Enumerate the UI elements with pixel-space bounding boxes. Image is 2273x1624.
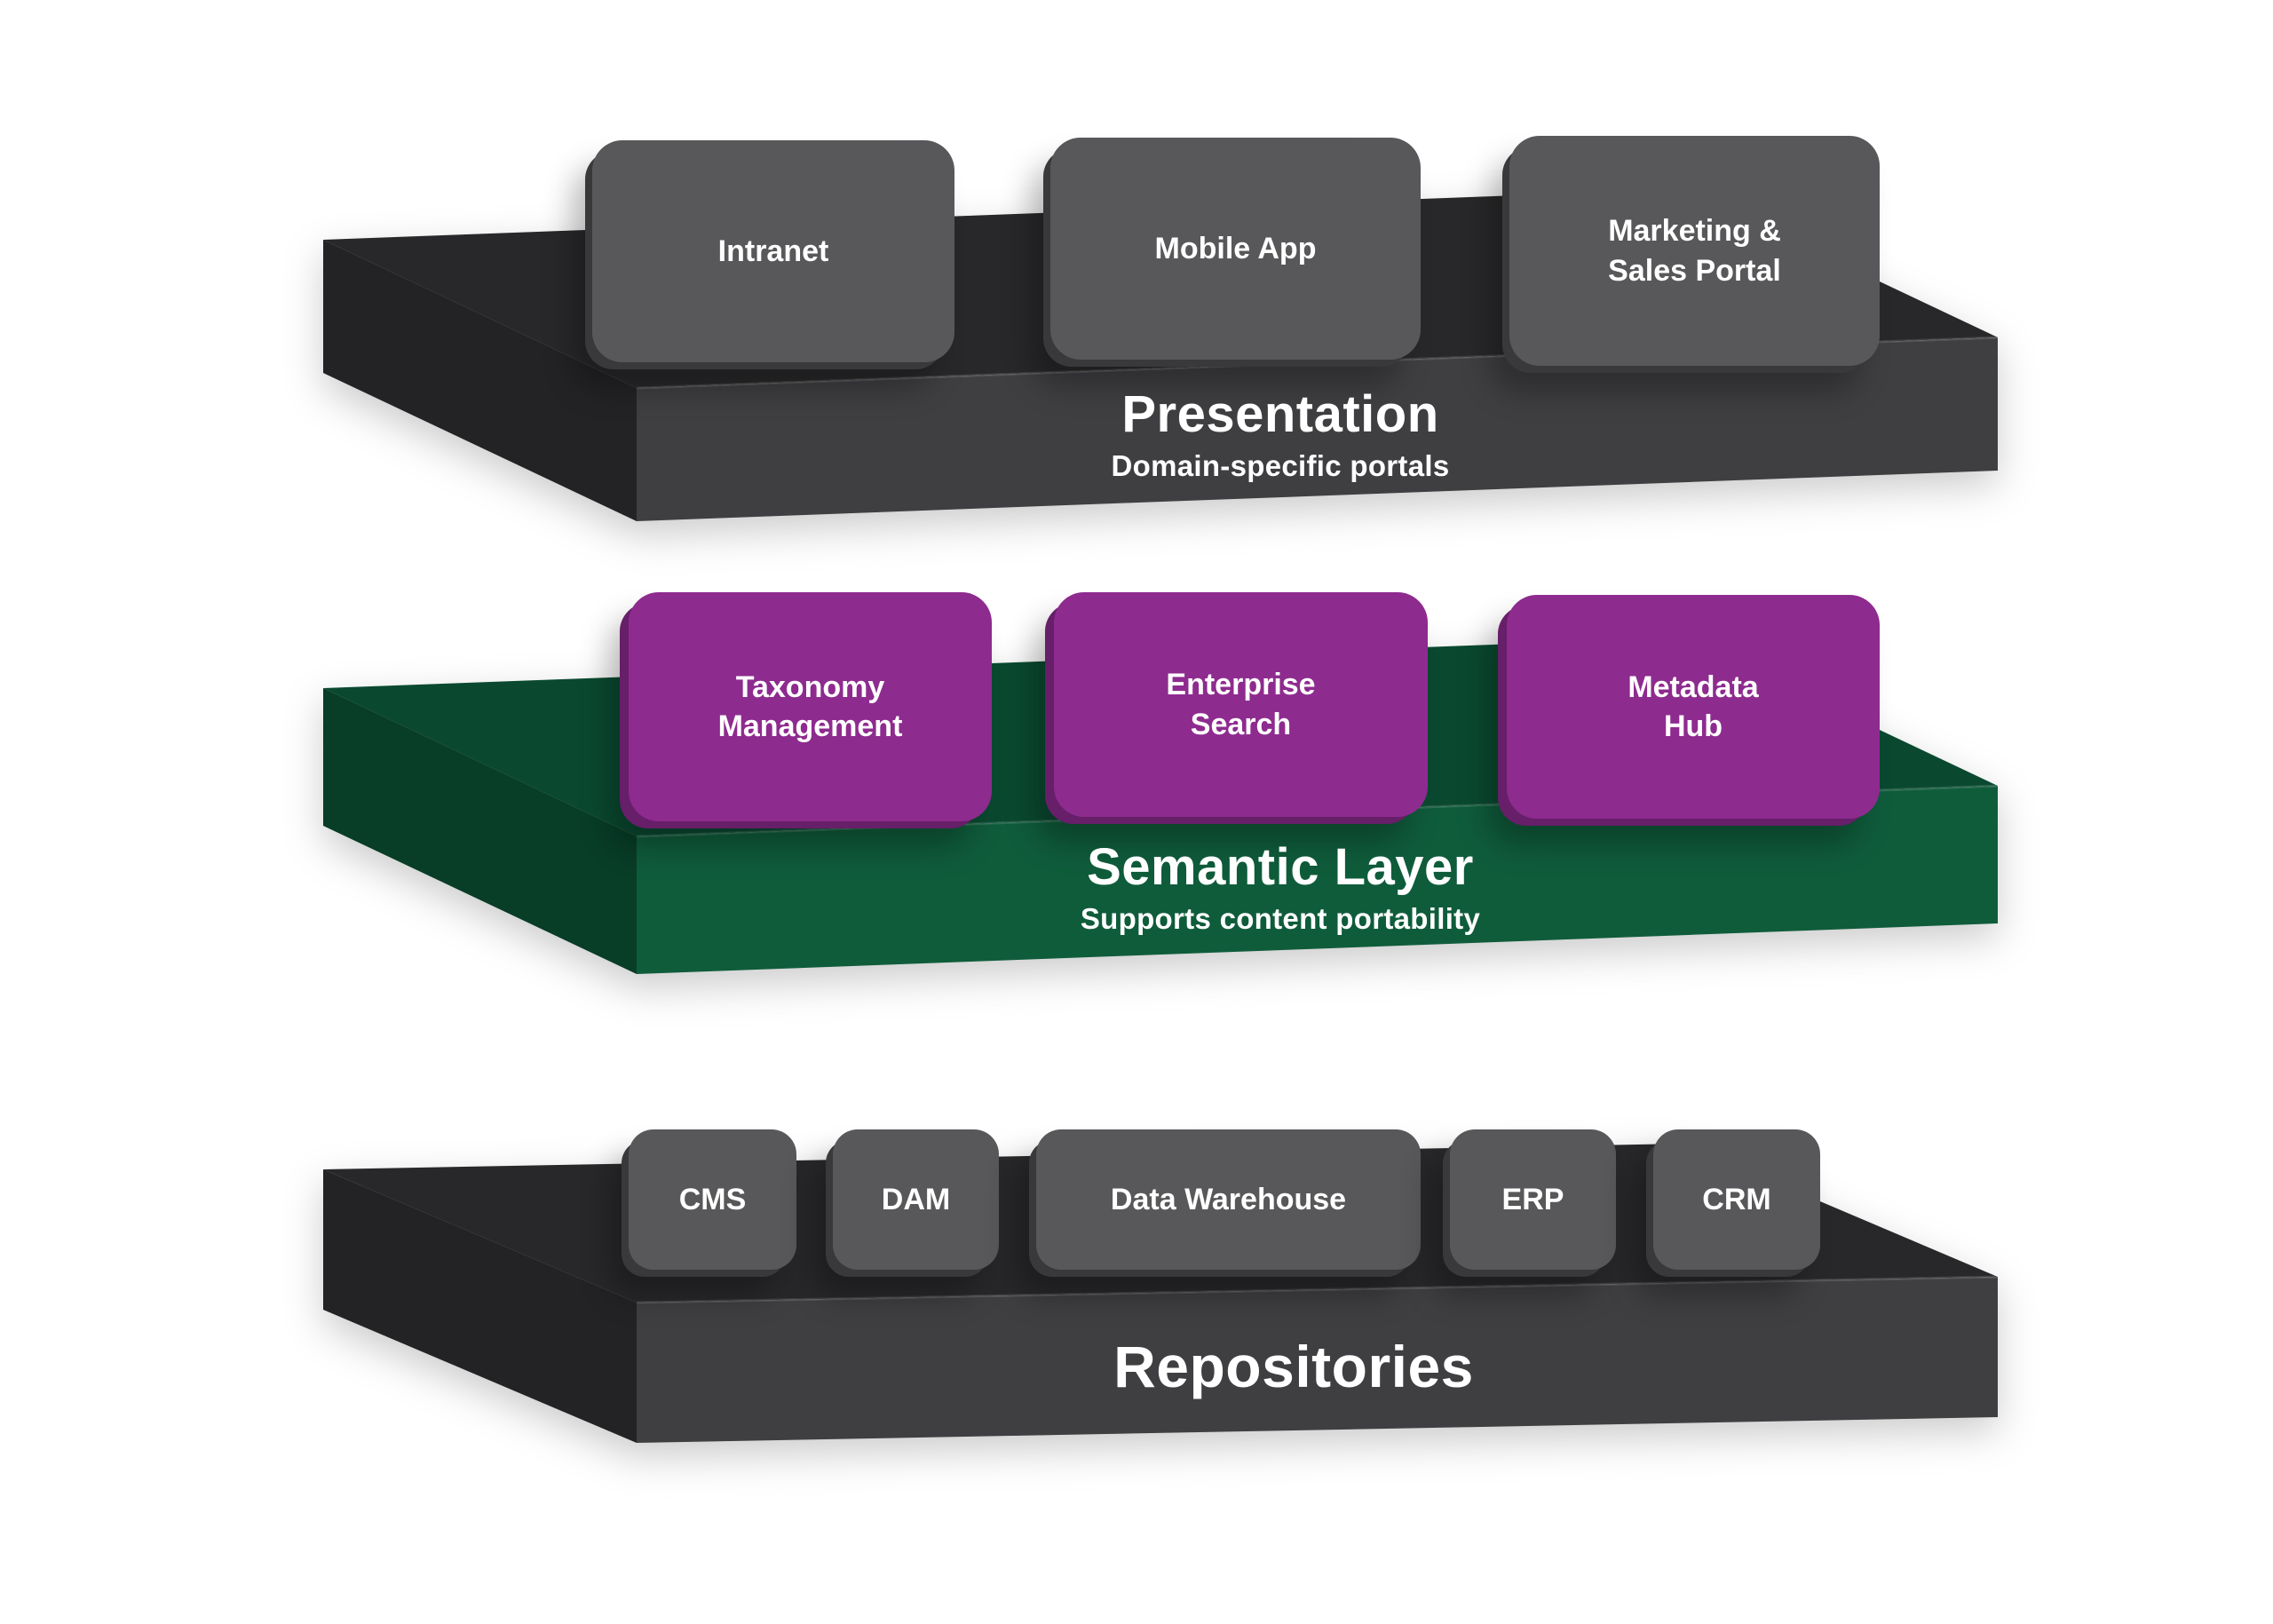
marketing-sales-portal-box: Marketing & Sales Portal — [1509, 136, 1880, 366]
data-warehouse-box: Data Warehouse — [1036, 1129, 1421, 1270]
taxonomy-management-box: Taxonomy Management — [629, 592, 992, 821]
presentation-slab-front-face — [637, 337, 1998, 521]
enterprise-search-box: Enterprise Search — [1054, 592, 1428, 817]
semantic-slab-side-face — [323, 688, 637, 974]
dam-box: DAM — [833, 1129, 999, 1270]
repositories-slab-front-face — [637, 1277, 1998, 1443]
intranet-box: Intranet — [592, 140, 954, 362]
repositories-slab-edge-highlight — [636, 1275, 1999, 1304]
repositories-slab-side-face — [323, 1169, 637, 1443]
presentation-slab-side-face — [323, 240, 637, 521]
metadata-hub-box: Metadata Hub — [1507, 595, 1880, 819]
cms-box: CMS — [629, 1129, 796, 1270]
erp-box: ERP — [1450, 1129, 1616, 1270]
mobile-app-box: Mobile App — [1050, 138, 1421, 360]
semantic-slab-front-face — [637, 786, 1998, 974]
crm-box: CRM — [1653, 1129, 1820, 1270]
